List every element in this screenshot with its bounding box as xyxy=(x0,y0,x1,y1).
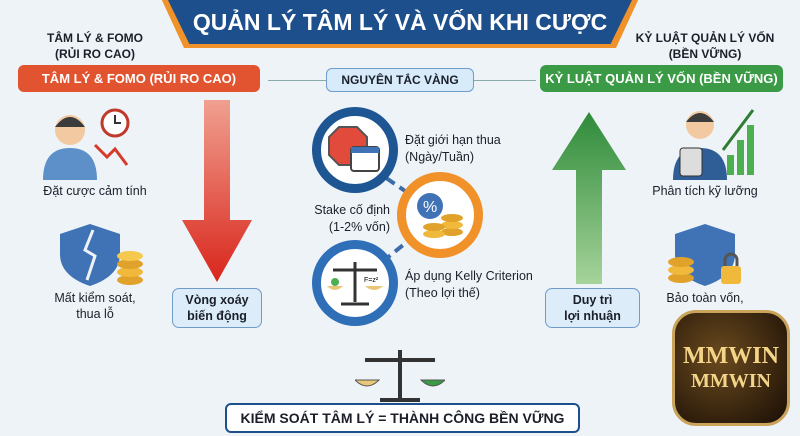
left-arrow-box-line2: biến động xyxy=(187,309,247,323)
analyst-chart-icon xyxy=(673,109,755,180)
right-arrow-box: Duy trì lợi nhuận xyxy=(545,288,640,328)
rule-3-label: Áp dụng Kelly Criterion (Theo lợi thế) xyxy=(405,268,533,302)
rule-2-label: Stake cố định (1-2% vốn) xyxy=(305,202,390,236)
svg-text:%: % xyxy=(423,199,437,216)
rule-1-line1: Đặt giới hạn thua xyxy=(405,133,501,147)
mmwin-logo: MMWIN MMWIN xyxy=(672,310,790,426)
left-item-2-line1: Mất kiểm soát, xyxy=(54,291,136,305)
green-up-arrow xyxy=(552,112,626,284)
left-heading: TÂM LÝ & FOMO (RỦI RO CAO) xyxy=(30,30,160,62)
left-arrow-box: Vòng xoáy biến động xyxy=(172,288,262,328)
footer-banner: KIỂM SOÁT TÂM LÝ = THÀNH CÔNG BỀN VỮNG xyxy=(225,403,580,433)
center-scale-icon xyxy=(355,350,445,402)
loss-limit-circle xyxy=(312,107,398,193)
right-heading: KỶ LUẬT QUẢN LÝ VỐN (BỀN VỮNG) xyxy=(630,30,780,62)
rule-3-line1: Áp dụng Kelly Criterion xyxy=(405,269,533,283)
shield-lock-coins-icon xyxy=(668,224,741,286)
left-item-2: Mất kiểm soát, thua lỗ xyxy=(20,290,170,322)
divider xyxy=(268,80,328,81)
left-arrow-box-line1: Vòng xoáy xyxy=(185,293,249,307)
formula-label: F=z² xyxy=(364,277,379,284)
right-item-2: Bảo toàn vốn, xyxy=(666,291,744,305)
right-heading-line2: (BỀN VỮNG) xyxy=(668,47,742,61)
right-heading-line1: KỶ LUẬT QUẢN LÝ VỐN xyxy=(635,31,775,45)
left-heading-line1: TÂM LÝ & FOMO xyxy=(47,31,143,45)
rule-3-line2: (Theo lợi thế) xyxy=(405,286,480,300)
broken-shield-coins-icon xyxy=(60,224,143,286)
left-item-1: Đặt cược cảm tính xyxy=(43,184,147,198)
stressed-person-icon xyxy=(43,108,130,180)
center-pill: NGUYÊN TẮC VÀNG xyxy=(326,68,474,92)
stop-calendar-icon xyxy=(328,126,380,172)
red-down-arrow xyxy=(182,100,252,282)
page-title: QUẢN LÝ TÂM LÝ VÀ VỐN KHI CƯỢC xyxy=(166,0,634,44)
percent-coins-icon: % xyxy=(417,193,463,238)
divider xyxy=(474,80,536,81)
fixed-stake-circle: % xyxy=(397,172,483,258)
right-arrow-box-line2: lợi nhuận xyxy=(564,309,621,323)
rule-1-label: Đặt giới hạn thua (Ngày/Tuần) xyxy=(405,132,501,166)
left-pill: TÂM LÝ & FOMO (RỦI RO CAO) xyxy=(18,65,260,92)
kelly-circle: F=z² xyxy=(312,240,398,326)
right-pill: KỶ LUẬT QUẢN LÝ VỐN (BỀN VỮNG) xyxy=(540,65,783,92)
balance-scale-icon: F=z² xyxy=(327,262,383,306)
right-arrow-box-line1: Duy trì xyxy=(572,293,613,307)
rule-1-line2: (Ngày/Tuần) xyxy=(405,150,475,164)
logo-text: MMWIN xyxy=(683,343,779,369)
right-item-1: Phân tích kỹ lưỡng xyxy=(652,184,758,198)
logo-text-secondary: MMWIN xyxy=(691,370,771,392)
rule-2-line1: Stake cố định xyxy=(314,203,390,217)
left-item-2-line2: thua lỗ xyxy=(76,307,114,321)
left-heading-line2: (RỦI RO CAO) xyxy=(55,47,135,61)
rule-2-line2: (1-2% vốn) xyxy=(328,220,390,234)
